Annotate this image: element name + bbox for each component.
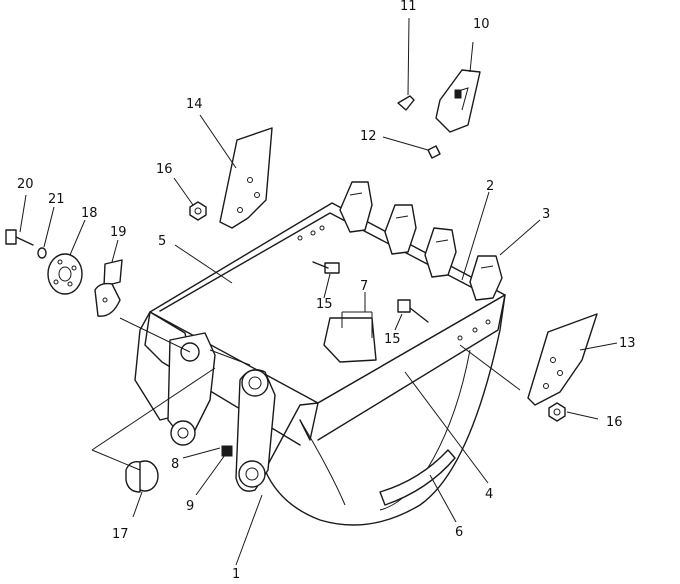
callout-1: 1 bbox=[232, 567, 240, 579]
callout-16-left: 16 bbox=[156, 162, 173, 177]
plate-7 bbox=[323, 317, 377, 363]
callout-6: 6 bbox=[455, 525, 463, 540]
callout-10: 10 bbox=[473, 17, 490, 32]
bucket-teeth bbox=[339, 181, 503, 301]
tooth-10 bbox=[435, 69, 481, 133]
callout-15-upper: 15 bbox=[316, 297, 333, 312]
callout-5: 5 bbox=[158, 234, 166, 249]
callout-12: 12 bbox=[360, 129, 377, 144]
bolt-20 bbox=[5, 229, 34, 246]
flange-18 bbox=[47, 253, 83, 295]
nut-16-left bbox=[189, 201, 207, 221]
side-cutter-left bbox=[219, 127, 273, 229]
callout-16-right: 16 bbox=[606, 415, 623, 430]
callout-21: 21 bbox=[48, 192, 65, 207]
side-cutter-right bbox=[527, 313, 598, 406]
callout-9: 9 bbox=[186, 499, 194, 514]
bucket-shell bbox=[134, 202, 506, 526]
callout-18: 18 bbox=[81, 206, 98, 221]
callout-4: 4 bbox=[485, 487, 493, 502]
callout-11: 11 bbox=[400, 0, 417, 14]
callout-17: 17 bbox=[112, 527, 129, 542]
callout-3: 3 bbox=[542, 207, 550, 222]
bolt-15-lower bbox=[397, 299, 429, 323]
callout-13: 13 bbox=[619, 336, 636, 351]
callout-19: 19 bbox=[110, 225, 127, 240]
bushing-17 bbox=[125, 460, 159, 493]
lock-12 bbox=[427, 145, 441, 159]
leader-lines bbox=[19, 17, 618, 566]
callout-15-lower: 15 bbox=[384, 332, 401, 347]
callout-labels: 1 2 3 4 5 6 7 8 9 10 11 12 13 14 15 15 1… bbox=[17, 0, 636, 582]
bolt-15-upper bbox=[312, 261, 340, 274]
callout-2: 2 bbox=[486, 179, 494, 194]
pin-11 bbox=[397, 95, 415, 111]
washer-21 bbox=[37, 247, 47, 259]
callout-8: 8 bbox=[171, 457, 179, 472]
nut-16-right bbox=[548, 402, 566, 422]
shim-19 bbox=[94, 259, 123, 317]
callout-7: 7 bbox=[360, 279, 368, 294]
callout-14: 14 bbox=[186, 97, 203, 112]
callout-20: 20 bbox=[17, 177, 34, 192]
